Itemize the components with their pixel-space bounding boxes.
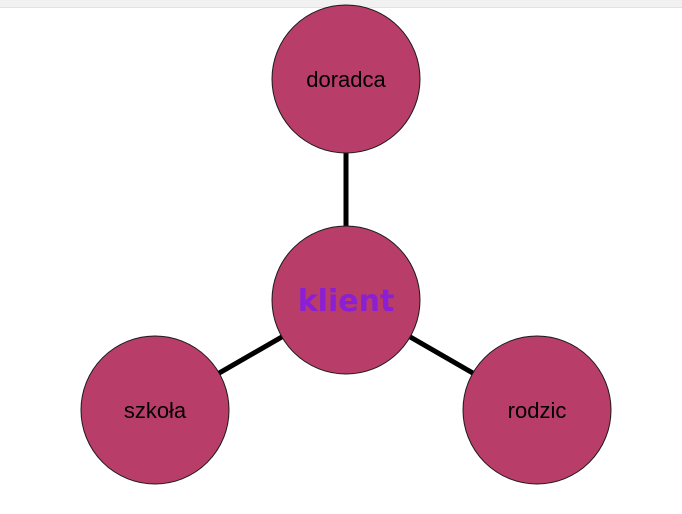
node-klient-circle — [271, 225, 421, 375]
node-szkola-circle — [80, 335, 230, 485]
node-rodzic-label: rodzic — [508, 398, 567, 423]
node-doradca-label: doradca — [306, 67, 386, 92]
node-klient-label: klient — [298, 284, 395, 319]
node-szkola-label: szkoła — [124, 398, 187, 423]
node-rodzic-circle — [462, 335, 612, 485]
node-doradca-circle — [271, 4, 421, 154]
